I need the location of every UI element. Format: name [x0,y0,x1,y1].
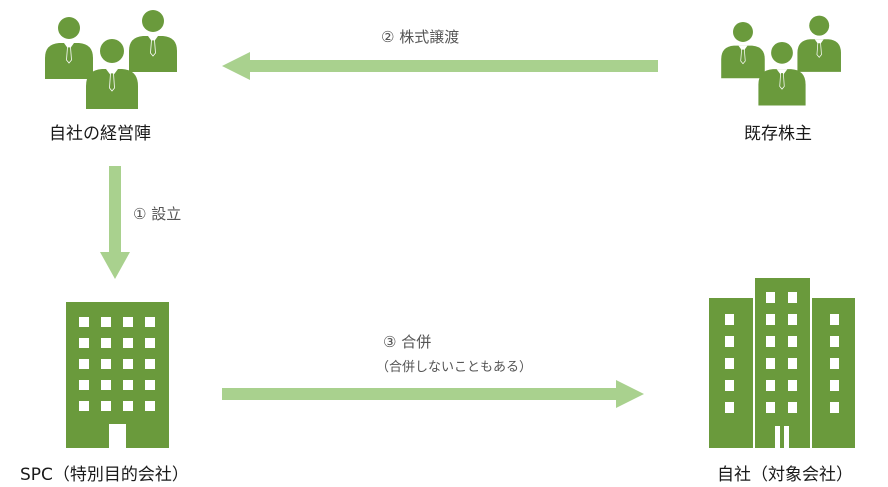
management-label: 自社の経営陣 [49,124,151,144]
establish-arrow [100,166,130,279]
buildings-icon [709,278,855,448]
merger-arrow [222,380,644,408]
merger-label: ③ 合併 [383,333,432,351]
spc-label: SPC（特別目的会社） [20,465,189,485]
building-icon [66,302,169,448]
shareholders-label: 既存株主 [744,124,812,144]
share-transfer-label: ② 株式譲渡 [381,28,460,46]
share-transfer-arrow [222,52,658,80]
merger-sublabel: （合併しないこともある） [376,360,533,375]
target-label: 自社（対象会社） [717,465,853,485]
people-group-icon [721,15,841,106]
establish-label: ① 設立 [133,205,182,223]
people-group-icon [45,10,177,109]
